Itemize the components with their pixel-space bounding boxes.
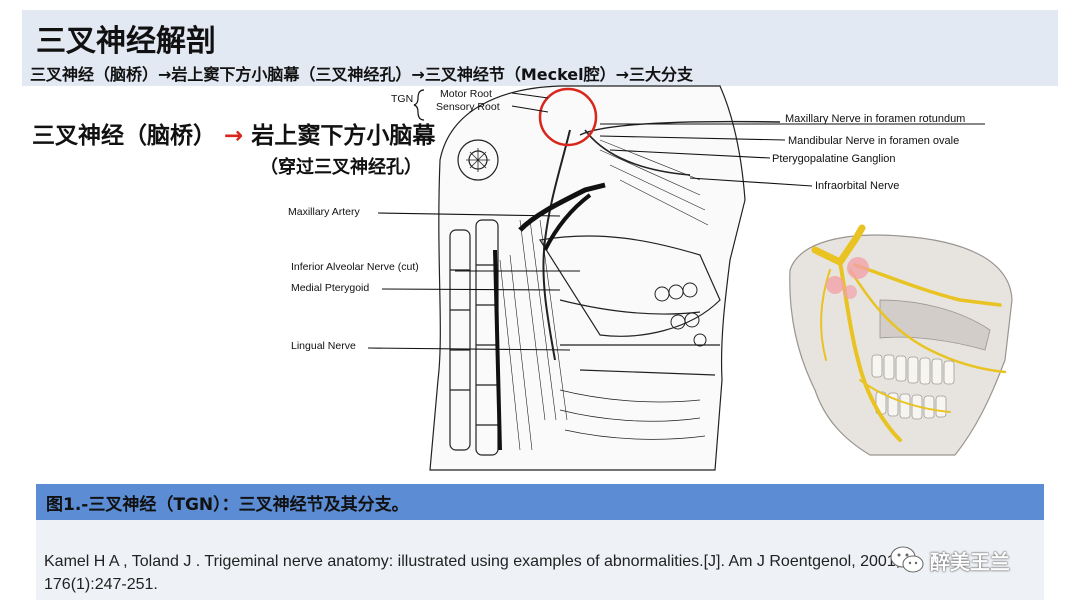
overlay-arrow: →: [224, 123, 244, 149]
label-tgn: TGN: [391, 93, 413, 105]
label-infraorbital: Infraorbital Nerve: [815, 180, 899, 192]
figure-caption: 图1.-三叉神经（TGN）：三叉神经节及其分支。: [46, 495, 409, 515]
label-inferior-alveolar: Inferior Alveolar Nerve (cut): [291, 261, 419, 273]
label-leader-lines: [367, 92, 985, 351]
label-maxillary-artery: Maxillary Artery: [288, 206, 361, 218]
citation-box: Kamel H A , Toland J . Trigeminal nerve …: [36, 520, 1044, 600]
watermark-text: 醉美王兰: [930, 549, 1010, 574]
header-band: 三叉神经解剖 三叉神经（脑桥）→岩上窦下方小脑幕（三叉神经孔）→三叉神经节（Me…: [22, 10, 1058, 86]
watermark: 醉美王兰: [890, 542, 1010, 578]
label-maxillary-nerve: Maxillary Nerve in foramen rotundum: [785, 113, 965, 125]
overlay-part2: 岩上窦下方小脑幕: [251, 123, 436, 149]
label-medial-pterygoid: Medial Pterygoid: [291, 282, 369, 294]
tgn-brace: [413, 89, 425, 121]
head-line-drawing: [429, 85, 781, 471]
overlay-subtext: （穿过三叉神经孔）: [260, 157, 422, 178]
overlay-part1: 三叉神经（脑桥）: [32, 123, 216, 149]
label-lingual-nerve: Lingual Nerve: [291, 340, 356, 352]
label-mandibular-nerve: Mandibular Nerve in foramen ovale: [788, 135, 959, 147]
citation-text: Kamel H A , Toland J . Trigeminal nerve …: [44, 553, 901, 593]
label-pterygopalatine: Pterygopalatine Ganglion: [772, 153, 896, 165]
ganglion-highlight-circle: [538, 87, 598, 147]
label-sensory-root: Sensory Root: [436, 101, 500, 113]
skull-color-illustration: [745, 222, 1045, 464]
overlay-pathway-text: 三叉神经（脑桥） → 岩上窦下方小脑幕: [32, 116, 435, 150]
label-motor-root: Motor Root: [440, 88, 492, 100]
figure-caption-bar: 图1.-三叉神经（TGN）：三叉神经节及其分支。: [36, 484, 1044, 520]
page-subtitle: 三叉神经（脑桥）→岩上窦下方小脑幕（三叉神经孔）→三叉神经节（Meckel腔）→…: [30, 65, 694, 84]
wechat-icon: [890, 546, 924, 573]
page-title: 三叉神经解剖: [36, 24, 216, 59]
